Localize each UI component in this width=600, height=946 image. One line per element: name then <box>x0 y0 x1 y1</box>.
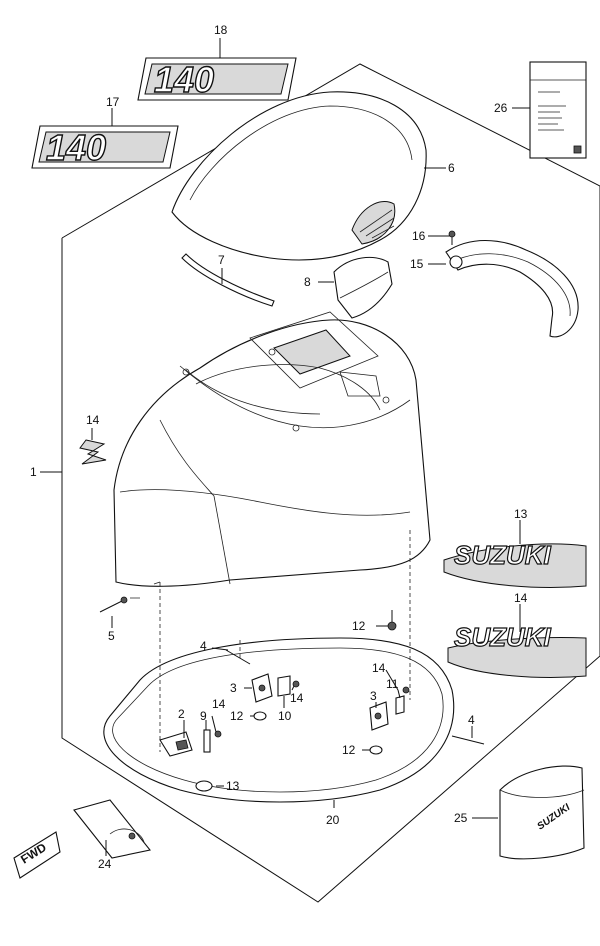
callout-5: 5 <box>108 629 115 643</box>
callout-15: 12 <box>352 619 366 633</box>
callout-21: 16 <box>412 229 426 243</box>
callout-6: 6 <box>448 161 455 175</box>
fwd-arrow: FWD <box>13 831 61 879</box>
pin-9 <box>203 729 211 753</box>
decal-140-upper: 140 <box>137 57 297 101</box>
screw-14-a <box>214 730 222 738</box>
callouts: 18 17 26 6 16 15 7 8 14 1 13 14 12 5 4 3… <box>30 23 528 871</box>
callout-3-right: 3 <box>370 689 377 703</box>
screw-21 <box>448 230 456 245</box>
bag-24 <box>73 799 151 859</box>
callout-14-a: 14 <box>212 697 226 711</box>
rod-4-right <box>451 735 485 745</box>
seal-ring <box>103 637 455 803</box>
bolt-15 <box>387 610 397 631</box>
screw-14-b <box>292 680 300 688</box>
decal-suzuki-upper: SUZUKI <box>443 539 587 588</box>
callout-8: 8 <box>304 275 311 289</box>
callout-12-right: 12 <box>342 743 356 757</box>
callout-16: 13 <box>514 507 528 521</box>
decal-suzuki-lower-text: SUZUKI <box>454 622 552 652</box>
top-cover <box>171 91 427 261</box>
assembly-outline <box>61 63 600 903</box>
clip-10 <box>277 675 291 697</box>
callout-3-left: 3 <box>230 681 237 695</box>
leader-lines <box>40 38 530 856</box>
callout-22: 17 <box>106 95 120 109</box>
callout-20: 15 <box>410 257 424 271</box>
callout-7: 7 <box>218 253 225 267</box>
engine-cover <box>113 311 431 599</box>
handle <box>445 239 579 338</box>
callout-11: 11 <box>386 677 399 691</box>
callout-14-b: 14 <box>290 691 304 705</box>
callout-2: 2 <box>178 707 185 721</box>
decal-140-lower: 140 <box>31 125 179 169</box>
callout-14-c: 14 <box>372 661 386 675</box>
callout-26: 26 <box>494 101 508 115</box>
decal-suzuki-upper-text: SUZUKI <box>454 540 552 570</box>
callout-9: 9 <box>200 709 207 723</box>
decal-suzuki-lower: SUZUKI <box>447 621 587 678</box>
callout-17: 14 <box>514 591 528 605</box>
assembly-guides <box>159 530 411 752</box>
callout-4-left: 4 <box>200 639 207 653</box>
callout-25: 25 <box>454 811 468 825</box>
decal-140-upper-text: 140 <box>154 59 214 100</box>
callout-10: 10 <box>278 709 292 723</box>
callout-23: 18 <box>214 23 228 37</box>
instruction-sheet <box>529 61 587 159</box>
callout-19: 20 <box>326 813 340 827</box>
callout-24: 24 <box>98 857 112 871</box>
grommet-13 <box>195 780 213 792</box>
callout-12-left: 12 <box>230 709 244 723</box>
rod-4-left <box>225 649 251 665</box>
screw-14-c <box>402 686 410 694</box>
suzuki-emblem <box>79 439 107 465</box>
bracket-3-right <box>369 701 389 731</box>
grommet-12-right <box>369 745 383 755</box>
grommet-12-left <box>253 711 267 721</box>
decal-140-lower-text: 140 <box>46 127 106 168</box>
seal-strip <box>181 253 275 307</box>
vent-cover <box>333 256 393 319</box>
callout-18: 14 <box>86 413 100 427</box>
clip-11 <box>395 695 405 715</box>
callout-4-right: 4 <box>468 713 475 727</box>
bracket-3-left <box>251 673 273 703</box>
callout-13: 13 <box>226 779 240 793</box>
cover-bag-25: SUZUKI <box>499 765 585 860</box>
callout-1: 1 <box>30 465 37 479</box>
rod-5 <box>99 596 128 613</box>
